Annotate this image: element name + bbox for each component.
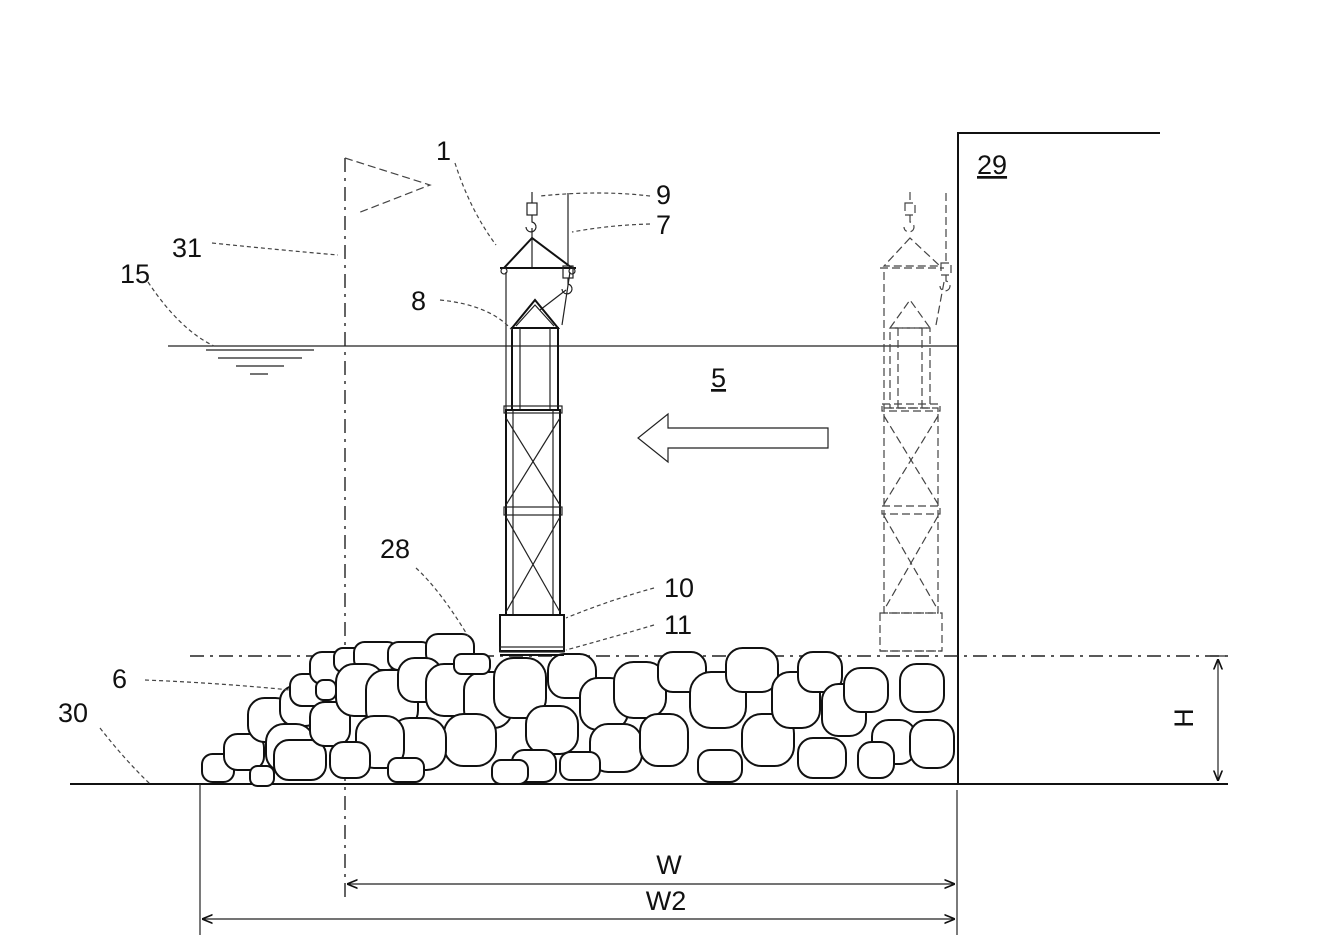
hook-icon — [903, 192, 916, 233]
rubble-rock — [899, 663, 945, 713]
flag-icon — [344, 157, 432, 214]
label-31: 31 — [172, 233, 202, 263]
rubble-rock — [639, 713, 689, 767]
rubble-rock — [909, 719, 955, 769]
rubble-mound — [201, 633, 955, 787]
dimension-h — [1210, 655, 1226, 780]
label-7: 7 — [656, 210, 671, 240]
label-29: 29 — [977, 150, 1007, 180]
label-30: 30 — [58, 698, 88, 728]
rubble-rock — [315, 679, 337, 701]
water-level-icon — [206, 349, 314, 375]
label-9: 9 — [656, 180, 671, 210]
label-5: 5 — [711, 363, 726, 393]
rubble-rock — [249, 765, 275, 787]
label-w2: W2 — [646, 886, 687, 916]
label-h: H — [1169, 708, 1199, 728]
label-11: 11 — [664, 610, 692, 640]
rubble-rock — [491, 759, 529, 785]
crane-assembly-left — [499, 192, 576, 656]
arrow-left-icon — [637, 412, 829, 464]
rubble-rock — [857, 741, 895, 779]
rubble-rock — [493, 657, 547, 719]
label-6: 6 — [112, 664, 127, 694]
rubble-rock — [741, 713, 795, 767]
rubble-rock — [697, 749, 743, 783]
label-w: W — [656, 850, 682, 880]
rubble-rock — [223, 733, 265, 771]
hook-icon — [939, 262, 952, 292]
rubble-rock — [797, 651, 843, 693]
label-1: 1 — [436, 136, 451, 166]
label-15: 15 — [120, 259, 150, 289]
rubble-rock — [843, 667, 889, 713]
label-8: 8 — [411, 286, 426, 316]
rubble-rock — [309, 701, 351, 747]
rubble-rock — [453, 653, 491, 675]
quay-wall — [957, 132, 1160, 784]
rubble-rock — [525, 705, 579, 755]
rubble-rock — [725, 647, 779, 693]
hook-icon — [525, 192, 538, 233]
label-28: 28 — [380, 534, 410, 564]
rubble-rock — [273, 739, 327, 781]
rubble-rock — [559, 751, 601, 781]
rubble-rock — [387, 757, 425, 783]
rubble-rock — [797, 737, 847, 779]
rubble-rock — [443, 713, 497, 767]
label-10: 10 — [664, 573, 694, 603]
crane-assembly-right — [879, 192, 952, 652]
rubble-rock — [329, 741, 371, 779]
